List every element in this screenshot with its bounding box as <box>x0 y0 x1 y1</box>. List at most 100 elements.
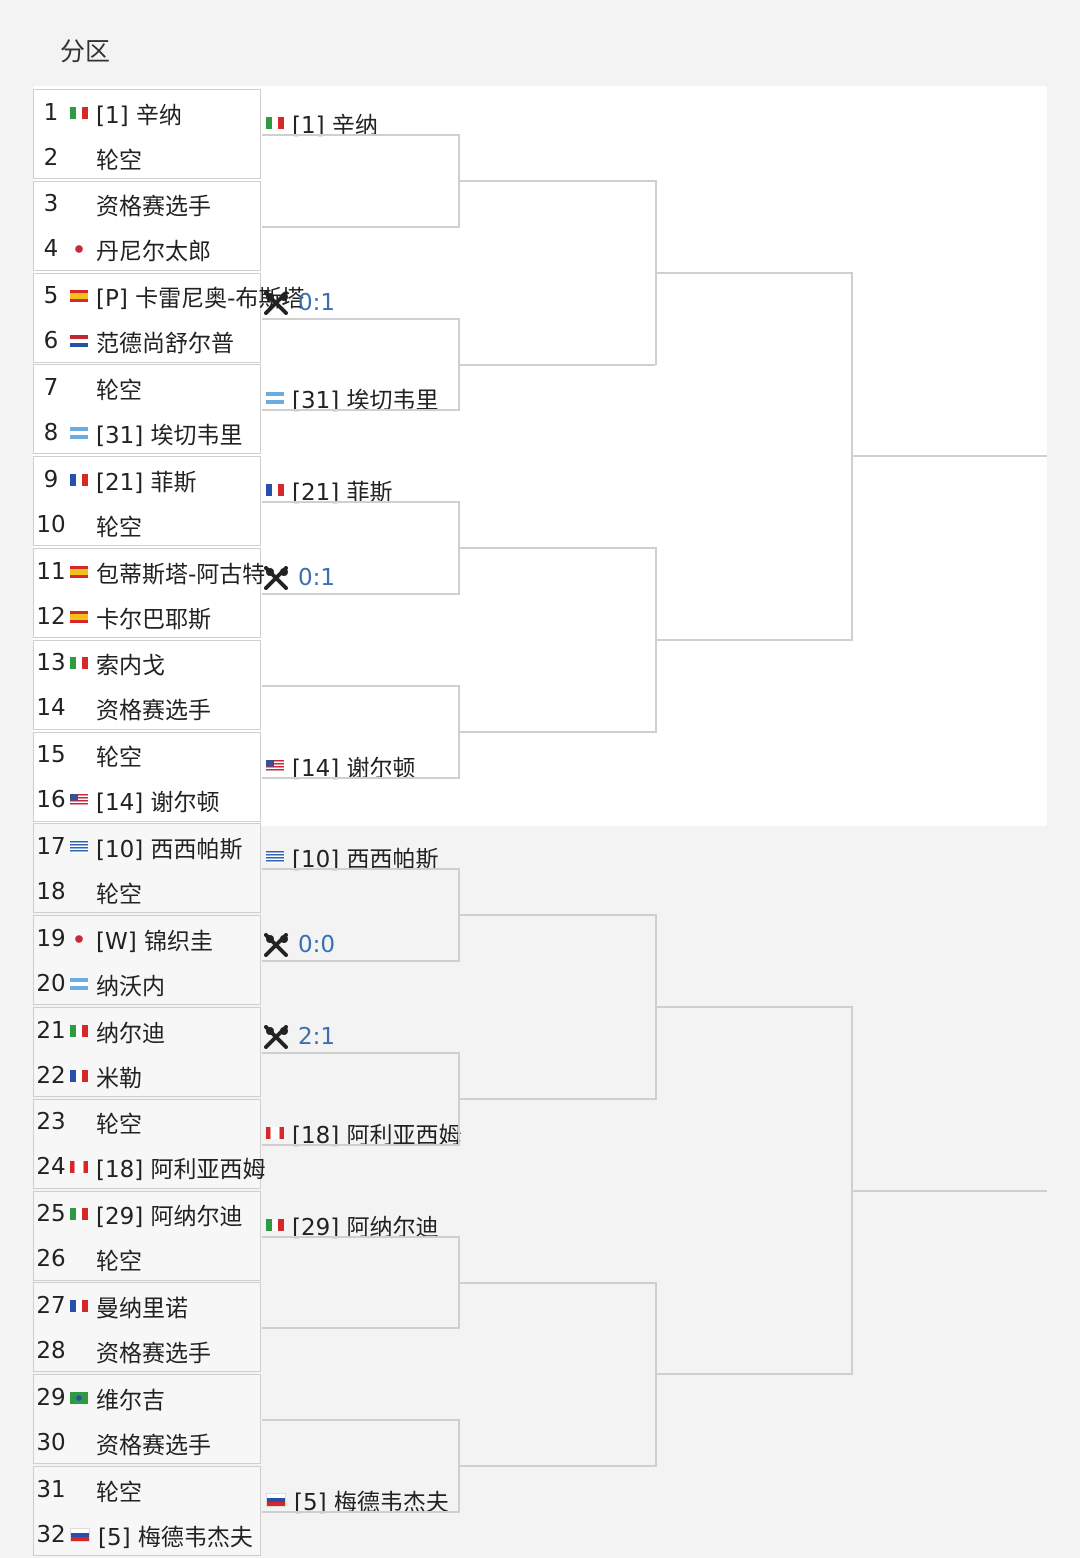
live-score[interactable]: 0:1 <box>264 565 335 591</box>
player-name: 轮空 <box>96 1112 142 1139</box>
draw-entry[interactable]: 24[18] 阿利亚西姆 <box>34 1145 266 1190</box>
draw-entry[interactable]: 32[5] 梅德韦杰夫 <box>34 1512 253 1557</box>
draw-entry[interactable]: 6 范德尚舒尔普 <box>34 319 234 364</box>
draw-position: 4 <box>43 236 59 263</box>
bracket-line <box>262 409 458 412</box>
bracket-line <box>262 134 458 136</box>
player-name: [10] 西西帕斯 <box>96 836 243 863</box>
bra-flag-icon <box>70 1391 88 1404</box>
score-text: 0:0 <box>298 932 336 959</box>
draw-position: 20 <box>36 970 66 997</box>
arg-flag-icon <box>266 392 284 405</box>
player-name: [29] 阿纳尔迪 <box>96 1204 243 1231</box>
player-name: 轮空 <box>96 1249 142 1276</box>
arg-flag-icon <box>70 426 88 439</box>
jpn-flag-icon <box>70 243 88 256</box>
draw-position: 1 <box>43 99 59 126</box>
draw-entry[interactable]: 1 [1] 辛纳 <box>34 90 182 135</box>
bracket-line <box>655 1373 851 1376</box>
ita-flag-icon <box>266 117 284 129</box>
player-name: 轮空 <box>96 1479 142 1506</box>
draw-position: 25 <box>36 1201 66 1228</box>
player-name: 范德尚舒尔普 <box>96 331 234 358</box>
draw-entry[interactable]: 19[W] 锦织圭 <box>34 916 213 961</box>
player-name: [21] 菲斯 <box>96 469 197 496</box>
bracket-line <box>655 1006 851 1009</box>
draw-position: 6 <box>43 328 59 355</box>
draw-position: 7 <box>43 374 59 401</box>
bracket-line <box>262 1052 458 1054</box>
draw-position: 14 <box>36 695 66 722</box>
draw-entry[interactable]: 16 [14] 谢尔顿 <box>34 778 220 823</box>
draw-entry[interactable]: 26 轮空 <box>34 1237 142 1282</box>
round1-match-slot: 25 [29] 阿纳尔迪 26 轮空 <box>33 1190 261 1282</box>
draw-position: 9 <box>43 466 59 493</box>
player-name: [31] 埃切韦里 <box>96 422 243 449</box>
draw-position: 3 <box>43 191 59 218</box>
draw-position: 5 <box>43 283 59 310</box>
draw-entry[interactable]: 13 索内戈 <box>34 641 165 686</box>
draw-entry[interactable]: 25 [29] 阿纳尔迪 <box>34 1192 243 1237</box>
draw-position: 22 <box>36 1062 66 1089</box>
bracket-line <box>655 638 851 641</box>
live-score[interactable]: 2:1 <box>264 1024 335 1050</box>
ita-flag-icon <box>70 657 88 670</box>
player-name: [1] 辛纳 <box>96 102 182 129</box>
gre-flag-icon <box>266 851 284 864</box>
draw-entry[interactable]: 9 [21] 菲斯 <box>34 457 197 502</box>
player-name: [18] 阿利亚西姆 <box>96 1157 266 1184</box>
draw-entry[interactable]: 8 [31] 埃切韦里 <box>34 410 243 455</box>
draw-position: 26 <box>36 1246 66 1273</box>
esp-flag-icon <box>70 610 88 623</box>
draw-entry[interactable]: 30 资格赛选手 <box>34 1420 211 1465</box>
draw-position: 19 <box>36 925 66 952</box>
draw-position: 8 <box>43 419 59 446</box>
player-name: 索内戈 <box>96 653 165 680</box>
usa-flag-icon <box>70 794 88 807</box>
arg-flag-icon <box>70 977 88 990</box>
rus-flag-icon <box>266 1493 286 1507</box>
player-name: 轮空 <box>96 147 142 174</box>
draw-position: 30 <box>36 1429 66 1456</box>
fra-flag-icon <box>266 484 284 497</box>
bracket-line <box>262 1327 458 1330</box>
player-name: [14] 谢尔顿 <box>96 790 220 817</box>
bracket-line <box>458 1465 655 1468</box>
player-name: 资格赛选手 <box>96 1432 211 1459</box>
draw-position: 13 <box>36 650 66 677</box>
live-score[interactable]: 0:0 <box>264 932 335 958</box>
draw-position: 16 <box>36 787 66 814</box>
bracket-line <box>458 1281 655 1284</box>
bracket-line <box>262 776 458 779</box>
live-score[interactable]: 0:1 <box>264 290 335 316</box>
draw-entry[interactable]: 17[10] 西西帕斯 <box>34 824 243 869</box>
